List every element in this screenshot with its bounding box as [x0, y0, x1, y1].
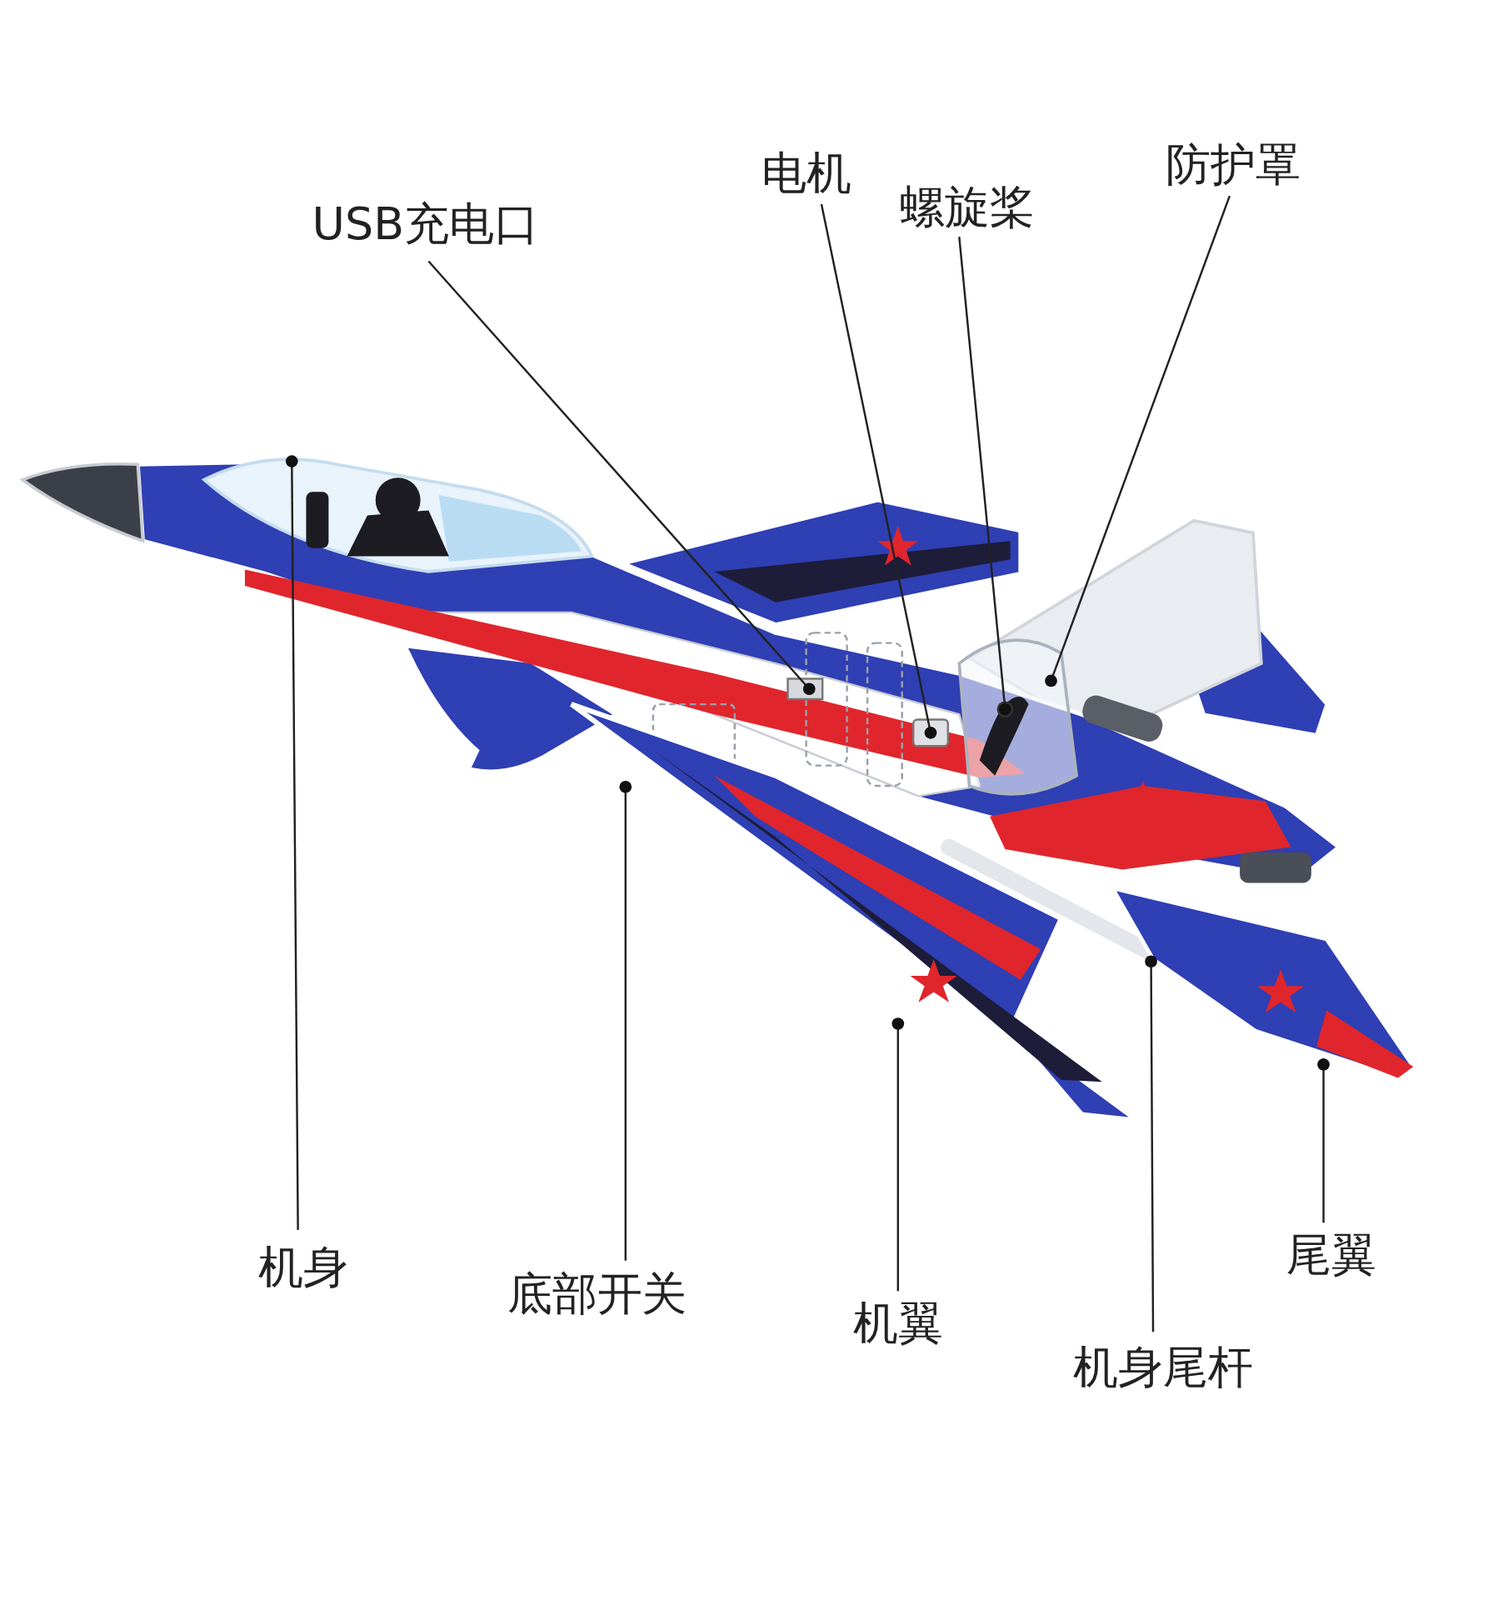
- leader-dot: [1044, 674, 1058, 688]
- leader-dot: [1144, 954, 1158, 968]
- star: [1119, 780, 1167, 824]
- leader-dot: [803, 682, 816, 695]
- leader-line: [624, 786, 627, 1260]
- part-label: 机翼: [853, 1296, 944, 1351]
- canopy: [204, 459, 592, 572]
- leader-line: [1051, 195, 1230, 681]
- leader-dot: [1317, 1058, 1330, 1071]
- leader-dot: [924, 726, 938, 740]
- part-label: 尾翼: [1286, 1228, 1377, 1283]
- leader-dot: [619, 780, 632, 794]
- part-label: 防护罩: [1165, 138, 1301, 193]
- part-label: 底部开关: [507, 1267, 688, 1322]
- leader-dots: [285, 454, 1330, 1071]
- leader-line: [821, 204, 931, 733]
- leader-line: [1322, 1063, 1324, 1223]
- leader-line: [897, 1023, 899, 1291]
- horizontal-tail: [1112, 888, 1414, 1079]
- leader-dot: [285, 454, 299, 468]
- part-label: 螺旋桨: [899, 179, 1035, 235]
- propeller-hub: [997, 700, 1014, 718]
- pilot-body: [346, 509, 449, 556]
- part-label: 机身: [258, 1240, 349, 1295]
- part-label: USB充电口: [312, 197, 540, 252]
- star: [1257, 969, 1304, 1013]
- wing-stripe: [714, 775, 1041, 980]
- star: [910, 958, 958, 1002]
- usb-port: [788, 678, 824, 699]
- seat: [305, 491, 329, 548]
- star: [877, 525, 919, 566]
- propeller: [979, 696, 1029, 776]
- leader-line: [958, 236, 1005, 710]
- leader-line: [1151, 961, 1154, 1333]
- leader-lines: [291, 195, 1324, 1332]
- panel-line: [867, 643, 903, 786]
- leader-line: [428, 261, 809, 690]
- leader-line: [291, 461, 298, 1230]
- leader-dot: [891, 1017, 904, 1030]
- nose-cone: [22, 464, 144, 541]
- stars: [877, 525, 1304, 1013]
- pilot: [305, 477, 449, 556]
- wing-stripe: [653, 749, 1103, 1082]
- part-label: 电机: [761, 146, 852, 201]
- canopy-glass: [439, 494, 582, 562]
- tail-tip: [1316, 1010, 1414, 1079]
- motor: [913, 719, 949, 746]
- part-label: 机身尾杆: [1073, 1340, 1254, 1395]
- propeller-guard: [958, 639, 1077, 794]
- engine-nozzle: [1078, 692, 1166, 745]
- leader-dot: [998, 703, 1012, 716]
- engine-nozzle: [1239, 852, 1312, 884]
- wing-stripe: [714, 540, 1010, 602]
